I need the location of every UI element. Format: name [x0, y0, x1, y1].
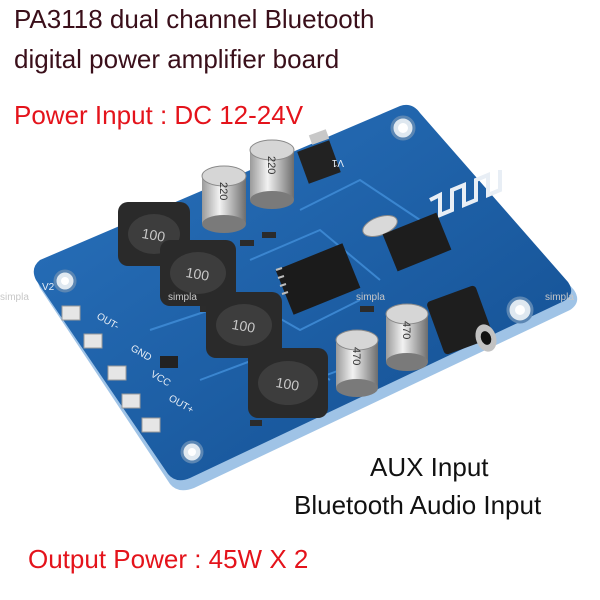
- capacitor-1: [201, 165, 247, 233]
- mounting-holes: [53, 115, 534, 464]
- voltage-regulator: [297, 140, 341, 184]
- capacitor-4: [385, 303, 429, 371]
- watermark: simpla: [545, 292, 574, 303]
- watermark: simpla: [356, 292, 385, 303]
- capacitor-marking: 470: [350, 347, 362, 365]
- power-inductor-4: [248, 348, 328, 418]
- power-inductor-2: [160, 240, 236, 306]
- output-power-label: Output Power : 45W X 2: [28, 544, 309, 574]
- power-inductor-3: [206, 292, 282, 358]
- amplifier-chip: [275, 243, 361, 315]
- watermark: simpla: [0, 292, 29, 303]
- inductor-marking: 100: [141, 225, 167, 245]
- inductor-marking: 100: [231, 316, 257, 336]
- bluetooth-input-label: Bluetooth Audio Input: [294, 490, 542, 520]
- title-line-2: digital power amplifier board: [14, 44, 340, 74]
- aux-input-label: AUX Input: [370, 452, 489, 482]
- v1-label: V1: [331, 157, 344, 168]
- title-line-1: PA3118 dual channel Bluetooth: [14, 4, 375, 34]
- capacitor-marking: 470: [400, 321, 412, 339]
- bluetooth-antenna: [429, 170, 502, 218]
- v2-label: V2: [42, 282, 55, 293]
- output-terminals: [61, 305, 161, 433]
- aux-audio-jack: [427, 285, 497, 355]
- capacitor-3: [335, 329, 379, 397]
- capacitor-marking: 220: [265, 156, 277, 174]
- inductor-marking: 100: [275, 374, 301, 394]
- watermark: simpla: [168, 292, 197, 303]
- bluetooth-chip: [382, 212, 452, 272]
- capacitor-marking: 220: [217, 182, 229, 200]
- capacitor-2: [249, 139, 295, 209]
- inductor-marking: 100: [185, 264, 211, 284]
- power-input-label: Power Input : DC 12-24V: [14, 100, 304, 130]
